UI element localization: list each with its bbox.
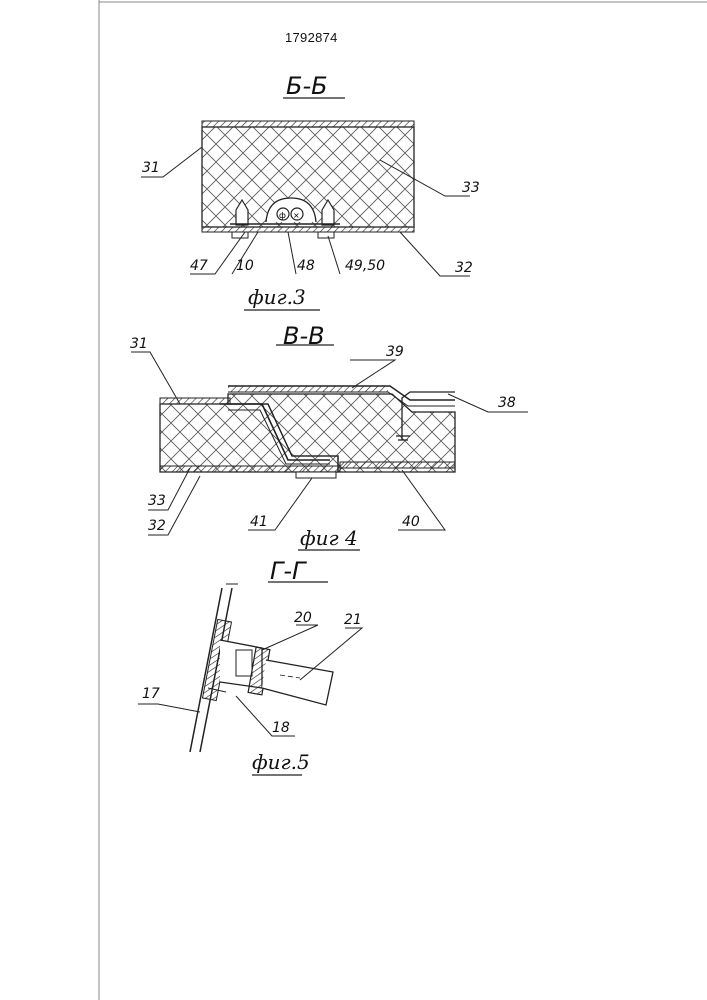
figure-3-drawing: ф × [141, 121, 470, 276]
fig3-section-title: Б-Б [286, 72, 328, 100]
fig3-label-31: 31 [142, 160, 160, 176]
fig5-section-title: Г-Г [270, 557, 305, 585]
fig3-label-32: 32 [455, 260, 473, 276]
figure-5-drawing [138, 584, 362, 752]
fig4-label-38: 38 [498, 395, 516, 411]
figure-4-drawing [131, 352, 528, 535]
fig4-label-31: 31 [130, 336, 148, 352]
fig5-label-20: 20 [294, 610, 312, 626]
fig4-label-33: 33 [148, 493, 166, 509]
fig4-section-title: В-В [283, 322, 325, 350]
fig3-caption: фиг.3 [248, 285, 306, 309]
fig3-label-10: 10 [236, 258, 254, 274]
fig4-label-40: 40 [402, 514, 420, 530]
fig4-label-41: 41 [250, 514, 268, 530]
fig4-label-32: 32 [148, 518, 166, 534]
fig4-caption: фиг 4 [300, 526, 358, 550]
fig5-caption: фиг.5 [252, 750, 310, 774]
svg-text:ф: ф [279, 211, 286, 220]
fig3-label-49-50: 49,50 [345, 258, 385, 274]
fig5-label-17: 17 [142, 686, 160, 702]
fig5-label-21: 21 [344, 612, 362, 628]
fig5-label-18: 18 [272, 720, 290, 736]
svg-text:×: × [293, 211, 300, 220]
fig3-label-33: 33 [462, 180, 480, 196]
fig4-label-39: 39 [386, 344, 404, 360]
fig3-label-47: 47 [190, 258, 208, 274]
fig3-label-48: 48 [297, 258, 315, 274]
